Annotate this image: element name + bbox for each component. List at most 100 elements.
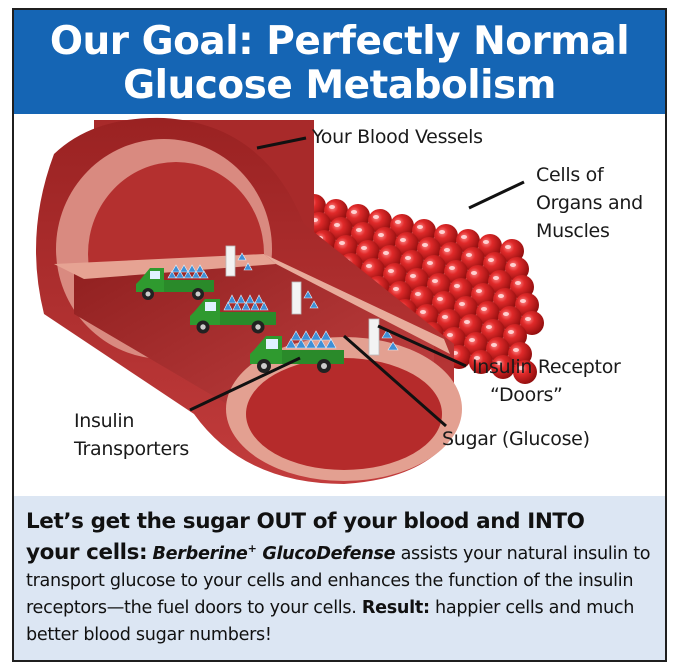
organ-cell [476, 301, 500, 325]
organ-cell [400, 250, 424, 274]
brand-name: Berberine+ GlucoDefense [153, 542, 396, 564]
organ-cell-highlight [449, 266, 455, 270]
organ-cell [478, 234, 502, 258]
organ-cell-highlight [476, 289, 482, 293]
footer-headline-part2: your cells: [26, 539, 148, 565]
line-cells [468, 180, 525, 210]
organ-cell [351, 222, 375, 246]
organ-cell-highlight [410, 274, 416, 278]
organ-cell-highlight [383, 251, 389, 255]
organ-cell [390, 214, 414, 238]
diagram-illustration [36, 117, 544, 485]
organ-cell [449, 278, 473, 302]
organ-cell-highlight [415, 292, 421, 296]
organ-cell [410, 286, 434, 310]
organ-cell [498, 306, 522, 330]
organ-cell-highlight [422, 243, 428, 247]
organ-cell [456, 229, 480, 253]
organ-cell [395, 232, 419, 256]
vessel-lumen-right [246, 358, 442, 470]
organ-cell [481, 319, 505, 343]
result-text: happier cells and much better blood suga… [26, 597, 635, 645]
organ-cell [488, 270, 512, 294]
organ-cell-highlight [515, 281, 521, 285]
organ-cell [466, 265, 490, 289]
organ-cell-highlight [356, 228, 362, 232]
organ-cell-highlight [518, 366, 524, 370]
organ-cell-highlight [493, 276, 499, 280]
organ-cell-highlight [329, 205, 335, 209]
page-title: Our Goal: Perfectly Normal Glucose Metab… [14, 10, 665, 108]
organ-cell [427, 273, 451, 297]
truck-1 [136, 264, 214, 300]
organ-cell [383, 263, 407, 287]
vessel-cut-edge-right [264, 254, 450, 354]
organ-cell [324, 199, 348, 223]
organ-cell [439, 242, 463, 266]
organ-cell-highlight [378, 233, 384, 237]
organ-cell-highlight [334, 223, 340, 227]
organ-cell [405, 268, 429, 292]
organ-cell-highlight [427, 261, 433, 265]
organ-cell-highlight [339, 241, 345, 245]
label-sugar: Sugar (Glucose) [442, 428, 590, 450]
organ-cell [434, 224, 458, 248]
organ-cell-highlight [432, 279, 438, 283]
organ-cell [422, 255, 446, 279]
insulin-receptor-doors [225, 245, 380, 356]
header-banner: Our Goal: Perfectly Normal Glucose Metab… [14, 10, 665, 114]
organ-cell [356, 240, 380, 264]
organ-cell [329, 217, 353, 241]
organ-cell [464, 332, 488, 356]
organ-cell-highlight [417, 225, 423, 229]
title-line-1: Our Goal: Perfectly Normal [49, 19, 630, 64]
line-transporters [189, 356, 301, 412]
vessel-cut-edge-top [54, 254, 276, 279]
organ-cell [469, 350, 493, 374]
organ-cell [471, 283, 495, 307]
truck-2 [190, 294, 276, 334]
organ-cell [417, 237, 441, 261]
organ-cell-highlight [437, 297, 443, 301]
brand-sup: + [247, 542, 257, 555]
organ-cell [515, 293, 539, 317]
organ-cell [346, 204, 370, 228]
footer-panel: Let’s get the sugar OUT of your blood an… [14, 496, 665, 660]
organ-cell [373, 227, 397, 251]
organ-cell [510, 275, 534, 299]
organ-cell-highlight [513, 348, 519, 352]
organ-cell [378, 245, 402, 269]
organ-cell [454, 296, 478, 320]
organ-cell-highlight [469, 338, 475, 342]
label-cells-line1: Cells of [536, 164, 604, 186]
organ-cell-highlight [466, 253, 472, 257]
organ-cell [520, 311, 544, 335]
callout-lines [189, 136, 525, 428]
organ-cell-highlight [510, 263, 516, 267]
organ-cell [486, 337, 510, 361]
organ-cell-highlight [454, 284, 460, 288]
organ-cell-highlight [498, 294, 504, 298]
organ-cell [500, 239, 524, 263]
organ-cell-highlight [366, 264, 372, 268]
organ-cell-highlight [483, 240, 489, 244]
organ-cell-highlight [481, 307, 487, 311]
organ-cell [508, 342, 532, 366]
label-receptor-line1: Insulin Receptor [472, 356, 621, 378]
organ-cell-highlight [474, 356, 480, 360]
organ-cell-highlight [439, 230, 445, 234]
label-receptor-line2: “Doors” [490, 384, 563, 406]
organ-cell-highlight [459, 302, 465, 306]
organ-cell-highlight [447, 333, 453, 337]
organ-cell-highlight [393, 287, 399, 291]
organ-cell-highlight [388, 269, 394, 273]
organ-cell-highlight [525, 317, 531, 321]
organ-cell-highlight [405, 256, 411, 260]
title-line-2: Glucose Metabolism [123, 63, 556, 108]
organ-cell [505, 257, 529, 281]
brand-name-2: GlucoDefense [262, 543, 396, 564]
footer-body-text: assists your natural insulin to transpor… [26, 543, 651, 618]
organ-cell [491, 355, 515, 379]
organ-cell [459, 314, 483, 338]
organ-cell-highlight [444, 248, 450, 252]
